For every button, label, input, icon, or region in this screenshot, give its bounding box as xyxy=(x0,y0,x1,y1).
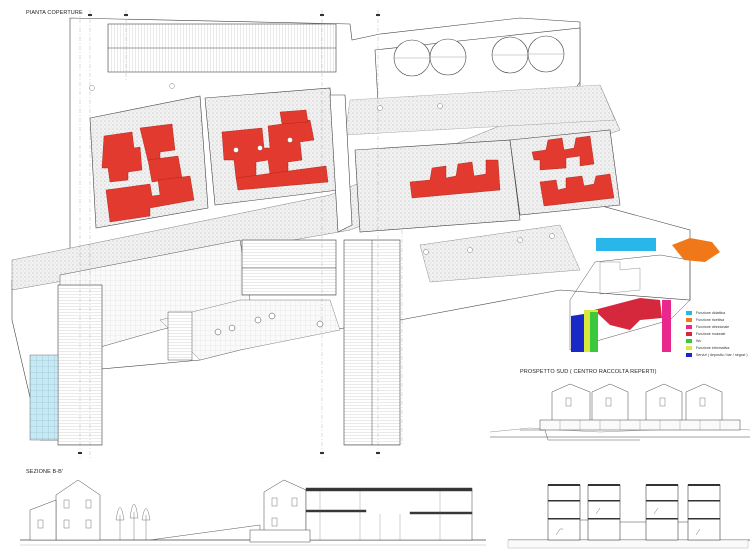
elevation-title: PROSPETTO SUD ( CENTRO RACCOLTA REPERTI) xyxy=(520,369,657,375)
legend-item-ricettiva: Funzione ricettiva xyxy=(686,317,724,323)
legend-item-wc: Wc xyxy=(686,338,701,344)
red-roofs-right xyxy=(409,135,615,207)
legend-item-museale: Funzione museale xyxy=(686,331,725,337)
legend-swatch xyxy=(686,318,692,322)
legend-swatch xyxy=(686,311,692,315)
glass-facade xyxy=(29,354,59,441)
function-diagram xyxy=(569,238,720,352)
south-elevation xyxy=(489,383,750,441)
legend-label: Funzione didattica xyxy=(696,311,726,315)
roof-plan xyxy=(11,10,691,460)
legend-item-didattica: Funzione didattica xyxy=(686,310,725,316)
direzionale-block xyxy=(662,300,671,352)
legend-swatch xyxy=(686,332,692,336)
didattica-block xyxy=(596,238,656,251)
legend-label: Funzione informativa xyxy=(696,346,730,350)
central-roof xyxy=(241,239,337,296)
legend-swatch xyxy=(686,353,692,357)
courtyard-lower xyxy=(419,224,581,283)
legend-item-servizi: Servizi ( deposito / bar / negozi ) xyxy=(686,352,748,358)
ricettiva-block xyxy=(672,238,720,262)
red-roofs-mid xyxy=(221,109,329,191)
legend-label: Servizi ( deposito / bar / negozi ) xyxy=(696,353,748,357)
legend-label: Funzione direzionale xyxy=(696,325,730,329)
plan-title: PIANTA COPERTURE xyxy=(26,10,83,16)
museale-block xyxy=(594,298,662,330)
road-band xyxy=(11,84,621,291)
legend-swatch xyxy=(686,325,692,329)
ramp-block xyxy=(167,311,193,361)
servizi-block xyxy=(571,314,584,352)
legend-swatch xyxy=(686,346,692,350)
plaza-lower-mid xyxy=(159,299,341,361)
legend-swatch xyxy=(686,339,692,343)
legend-label: Wc xyxy=(696,339,702,343)
central-spine xyxy=(329,94,353,233)
section-bb xyxy=(20,479,486,546)
red-roofs-left xyxy=(101,123,195,223)
wc-block xyxy=(590,312,598,352)
legend-label: Funzione ricettiva xyxy=(696,318,725,322)
legend-item-direzionale: Funzione direzionale xyxy=(686,324,729,330)
section-towers xyxy=(507,484,750,549)
section-title: SEZIONE B-B' xyxy=(26,469,64,475)
legend-item-informativa: Funzione informativa xyxy=(686,345,729,351)
legend-label: Funzione museale xyxy=(696,332,726,336)
